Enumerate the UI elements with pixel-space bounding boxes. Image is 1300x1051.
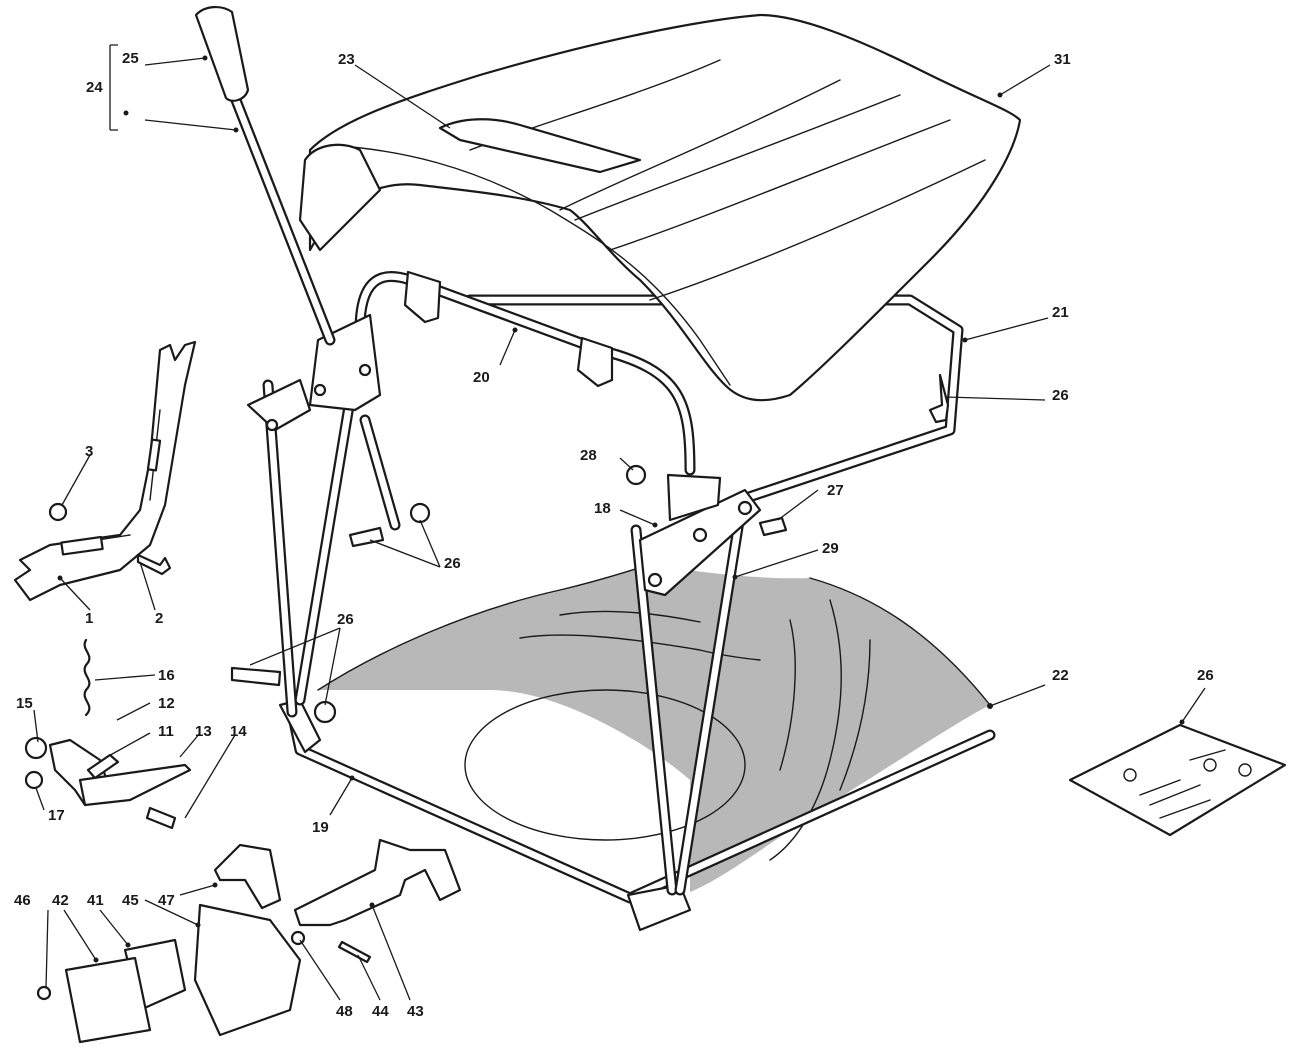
callout-18: 18: [594, 500, 611, 517]
callout-26-cover: 26: [1052, 387, 1069, 404]
callout-16: 16: [158, 667, 175, 684]
bracket-18: [638, 488, 762, 597]
callout-43: 43: [407, 1003, 424, 1020]
latch-group: [24, 638, 192, 830]
nut-28: [625, 464, 647, 486]
bag-outline: [317, 564, 651, 691]
nut-3: [48, 502, 68, 522]
callout-3: 3: [85, 443, 93, 460]
bolt-14: [145, 806, 177, 830]
callout-42: 42: [52, 892, 69, 909]
callout-22: 22: [1052, 667, 1069, 684]
bag-fold-5: [839, 639, 871, 791]
bag-fold-3: [779, 619, 796, 771]
lever-43: [293, 838, 462, 927]
bag-fold-4: [769, 599, 842, 861]
bag-frame: [262, 379, 996, 932]
callout-labels: 25 24 23 31 21 20 26 28 27 18 29 26 3 1 …: [14, 50, 1214, 1020]
bag-opening: [464, 689, 746, 841]
cover-body: [308, 13, 1022, 402]
callout-11: 11: [158, 723, 174, 740]
switch-housing-45: [193, 903, 302, 1037]
bag-fold-2: [559, 610, 701, 623]
callout-12: 12: [158, 695, 175, 712]
latch-plate-13: [78, 763, 192, 807]
callout-26-hardware: 26: [1197, 667, 1214, 684]
bolt-2: [136, 553, 172, 576]
hardware-bag: [1068, 723, 1287, 837]
bag-cover: [298, 13, 1022, 402]
nut-15: [24, 736, 48, 760]
bolt-12: [86, 753, 120, 780]
nut-26-center: [409, 502, 431, 524]
callout-29: 29: [822, 540, 839, 557]
bolt-27: [758, 516, 788, 537]
upper-tube: [354, 270, 696, 476]
bolt-26-left: [230, 666, 282, 687]
handle-grip: [194, 6, 250, 102]
callout-28: 28: [580, 447, 597, 464]
callout-26-left: 26: [337, 611, 354, 628]
cover-front-lip: [298, 143, 382, 252]
callout-26-center: 26: [444, 555, 461, 572]
handle-assembly: [194, 6, 336, 346]
callout-23: 23: [338, 51, 355, 68]
bag-fold-1: [519, 634, 761, 661]
pin-44: [337, 940, 372, 964]
callout-13: 13: [195, 723, 212, 740]
callout-17: 17: [48, 807, 65, 824]
callout-31: 31: [1054, 51, 1071, 68]
callout-2: 2: [155, 610, 163, 627]
callout-21: 21: [1052, 304, 1069, 321]
screw-46: [36, 985, 52, 1001]
fasteners: [48, 373, 950, 724]
nut-17: [24, 770, 44, 790]
hinge-bracket-left: [246, 313, 382, 432]
hinge-bracket-right: [638, 473, 762, 597]
frame-corner-left: [278, 698, 322, 754]
bag-outline-right: [809, 577, 991, 706]
tube-clip-1: [403, 270, 442, 324]
callout-14: 14: [230, 723, 247, 740]
leaders: [33, 44, 1206, 1001]
callout-41: 41: [87, 892, 104, 909]
bracket-47: [213, 843, 282, 910]
side-plate: [13, 340, 197, 602]
callout-1: 1: [85, 610, 93, 627]
switch-cover-42: [64, 956, 152, 1044]
tube-clip-2: [576, 336, 614, 388]
callout-47: 47: [158, 892, 175, 909]
callout-27: 27: [827, 482, 844, 499]
callout-24: 24: [86, 79, 103, 96]
callout-45: 45: [122, 892, 139, 909]
callout-25: 25: [122, 50, 139, 67]
spring-16: [83, 638, 91, 717]
frame-corner-front: [626, 883, 692, 932]
cover-handle: [438, 118, 642, 174]
callout-19: 19: [312, 819, 329, 836]
bolt-26-ring: [928, 373, 950, 424]
callout-48: 48: [336, 1003, 353, 1020]
callout-20: 20: [473, 369, 490, 386]
callout-15: 15: [16, 695, 33, 712]
callout-44: 44: [372, 1003, 389, 1020]
callout-46: 46: [14, 892, 31, 909]
switch-group: [36, 838, 462, 1044]
